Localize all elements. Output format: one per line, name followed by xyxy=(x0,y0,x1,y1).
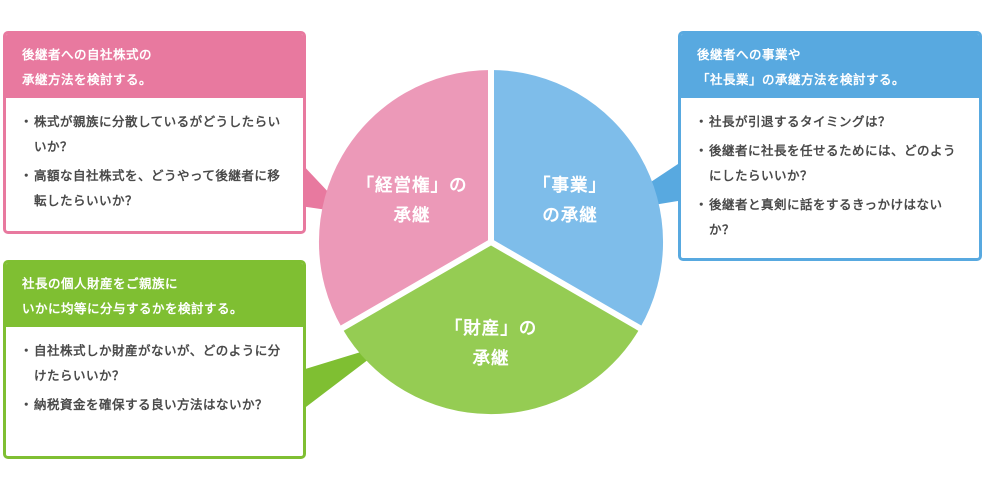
jigyo-question-list: 社長が引退するタイミングは？ 後継者に社長を任せるためには、どのようにしたらいい… xyxy=(681,98,979,254)
pie-divider xyxy=(337,239,493,333)
zaisan-callout-heading-line2: いかに均等に分与するかを検討する。 xyxy=(22,301,244,316)
zaisan-question-list: 自社株式しか財産がないが、どのように分けたらいいか？ 納税資金を確保する良い方法… xyxy=(6,327,303,429)
jigyo-label-line1: 「事業」 xyxy=(533,175,607,196)
zaisan-callout-heading-line1: 社長の個人財産をご親族に xyxy=(22,276,179,291)
zaisan-question: 自社株式しか財産がないが、どのように分けたらいいか？ xyxy=(20,338,291,388)
zaisan-question: 納税資金を確保する良い方法はないか？ xyxy=(20,392,291,417)
jigyo-callout: 後継者への事業や 「社長業」の承継方法を検討する。 社長が引退するタイミングは？… xyxy=(678,31,982,261)
keiei-label-line1: 「経営権」の xyxy=(357,175,468,196)
jigyo-label-line2: の承継 xyxy=(542,205,598,226)
keiei-callout-heading-line1: 後継者への自社株式の xyxy=(22,47,153,62)
keiei-label-line2: 承継 xyxy=(394,205,431,226)
keiei-question: 高額な自社株式を、どうやって後継者に移転したらいいか？ xyxy=(20,163,291,213)
zaisan-callout-header: 社長の個人財産をご親族に いかに均等に分与するかを検討する。 xyxy=(6,263,303,327)
jigyo-question: 後継者と真剣に話をするきっかけはないか？ xyxy=(695,192,967,242)
keiei-callout-heading-line2: 承継方法を検討する。 xyxy=(22,72,153,87)
jigyo-callout-heading-line1: 後継者への事業や xyxy=(697,47,802,62)
keiei-callout-header: 後継者への自社株式の 承継方法を検討する。 xyxy=(6,34,303,98)
keiei-question-list: 株式が親族に分散しているがどうしたらいいか？ 高額な自社株式を、どうやって後継者… xyxy=(6,98,303,225)
jigyo-callout-heading-line2: 「社長業」の承継方法を検討する。 xyxy=(697,72,906,87)
keiei-question: 株式が親族に分散しているがどうしたらいいか？ xyxy=(20,109,291,159)
jigyo-question: 後継者に社長を任せるためには、どのようにしたらいいか？ xyxy=(695,138,967,188)
jigyo-callout-header: 後継者への事業や 「社長業」の承継方法を検討する。 xyxy=(681,34,979,98)
zaisan-callout: 社長の個人財産をご親族に いかに均等に分与するかを検討する。 自社株式しか財産が… xyxy=(3,260,306,459)
pie-divider xyxy=(489,239,645,333)
jigyo-question: 社長が引退するタイミングは？ xyxy=(695,109,967,134)
keiei-callout: 後継者への自社株式の 承継方法を検討する。 株式が親族に分散しているがどうしたら… xyxy=(3,31,306,234)
zaisan-label-line2: 承継 xyxy=(473,348,510,369)
zaisan-label-line1: 「財産」の xyxy=(445,318,538,339)
